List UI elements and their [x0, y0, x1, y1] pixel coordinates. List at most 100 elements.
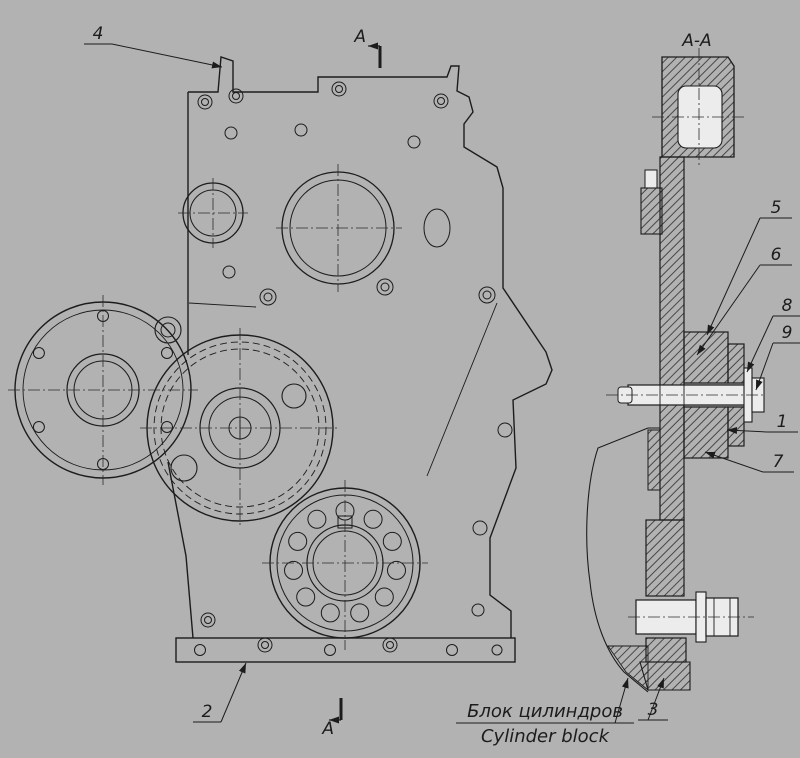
- bolt-hole: [294, 123, 308, 137]
- roller: [374, 587, 394, 607]
- bolt-hole: [194, 644, 206, 656]
- flange-bolt-holes: [194, 637, 503, 656]
- callouts: [84, 43, 800, 724]
- pulley-lip-section: [639, 661, 691, 691]
- bolt-hole: [228, 88, 244, 104]
- callout-leader: [746, 315, 774, 373]
- gear-hub-lower-section: [683, 406, 729, 459]
- centerline-top-boss: [652, 48, 746, 166]
- gear-rim-lower-section: [727, 406, 745, 447]
- bolt-hole: [472, 520, 488, 536]
- boss-hole-outer: [154, 316, 182, 344]
- bolt-hole: [407, 135, 421, 149]
- bolt-hole: [222, 265, 236, 279]
- bolt-hole: [32, 347, 45, 359]
- roller: [320, 603, 340, 623]
- bolt-hole: [259, 288, 277, 306]
- caption-english: Cylinder block: [481, 726, 611, 747]
- callout-4-label: 4: [93, 24, 104, 44]
- bolt-hole: [161, 347, 173, 359]
- gear-web-hole: [281, 383, 307, 409]
- section-view-label: A-A: [681, 31, 711, 51]
- callout-leader: [220, 662, 247, 723]
- cover-flange-section: [645, 637, 687, 663]
- roller: [387, 560, 406, 580]
- cover-lower-section: [645, 519, 685, 597]
- cover-outline: [188, 56, 553, 638]
- crank-nose: [635, 599, 697, 635]
- section-view: [586, 48, 766, 693]
- cylinder-block-outline: [586, 427, 660, 693]
- bracket-body: [640, 187, 663, 235]
- section-letter-top: A: [353, 27, 366, 47]
- callout-leader: [696, 264, 761, 356]
- callout-leader: [755, 342, 774, 391]
- gear-hub-upper-section: [683, 331, 729, 384]
- centerline-housing: [8, 295, 198, 485]
- callout-6-label: 6: [771, 245, 782, 265]
- section-centerlines: [606, 48, 766, 618]
- bolt-hole: [200, 612, 216, 628]
- roller: [382, 531, 402, 551]
- bolt-hole: [261, 641, 269, 649]
- cover-plate-section: [659, 156, 685, 521]
- gear-rim-upper-section: [727, 343, 745, 384]
- roller: [363, 509, 383, 529]
- bolt-hole: [478, 286, 496, 304]
- cover-plate-step: [647, 429, 661, 491]
- callout-leader: [111, 43, 223, 69]
- bolt-hole: [446, 644, 458, 656]
- obround-hole: [423, 208, 451, 248]
- callout-leader: [726, 427, 768, 434]
- bolt-hole: [433, 93, 449, 109]
- roller: [296, 587, 316, 607]
- bolt-hole: [497, 422, 513, 438]
- bolt-hole: [382, 637, 398, 653]
- bolt-hole: [491, 644, 503, 656]
- bolt-hole: [197, 94, 213, 110]
- bolt-hole: [32, 421, 45, 433]
- roller: [307, 509, 327, 529]
- bolt-hole: [224, 126, 238, 140]
- bolt-hole: [437, 97, 445, 105]
- roller: [350, 603, 370, 623]
- callout-5-label: 5: [771, 198, 782, 218]
- callout-2-label: 2: [202, 702, 213, 722]
- centerline-bearing: [262, 480, 428, 650]
- gear-web-hole: [170, 454, 198, 482]
- bottom-flange: [175, 637, 516, 663]
- bolt-hole: [263, 292, 273, 302]
- bolt-hole: [204, 616, 212, 624]
- centerline-top-bore: [276, 164, 402, 292]
- callout-leader: [647, 677, 665, 721]
- bolt-hole: [386, 641, 394, 649]
- section-letter-bottom: A: [321, 719, 334, 739]
- bolt-hole: [331, 81, 347, 97]
- front-centerlines: [8, 164, 428, 650]
- section-marks: [329, 42, 382, 724]
- bolt-hole: [257, 637, 273, 653]
- boss-hole-inner: [160, 322, 176, 338]
- caption-russian: Блок цилиндров: [467, 701, 623, 722]
- plate-inner-edge-left: [188, 302, 257, 308]
- roller: [284, 560, 303, 580]
- bolt-hole: [471, 603, 485, 617]
- bolt-hole: [161, 421, 173, 433]
- callout-7-label: 7: [773, 452, 784, 472]
- bolt-hole: [201, 98, 209, 106]
- bolt-hole: [482, 290, 492, 300]
- callout-8-label: 8: [782, 296, 793, 316]
- plate-inner-edge-right: [426, 302, 498, 477]
- centerline-upper-left-bore: [178, 178, 248, 248]
- bolt-hole: [376, 278, 394, 296]
- bolt-hole: [380, 282, 390, 292]
- bolt-hole: [335, 85, 343, 93]
- caption-leader: [614, 677, 629, 724]
- plate-bolt-holes: [197, 81, 513, 628]
- bolt-hole: [232, 92, 240, 100]
- bolt-hole: [324, 644, 336, 656]
- callout-1-label: 1: [777, 412, 788, 432]
- callout-leader: [704, 451, 764, 473]
